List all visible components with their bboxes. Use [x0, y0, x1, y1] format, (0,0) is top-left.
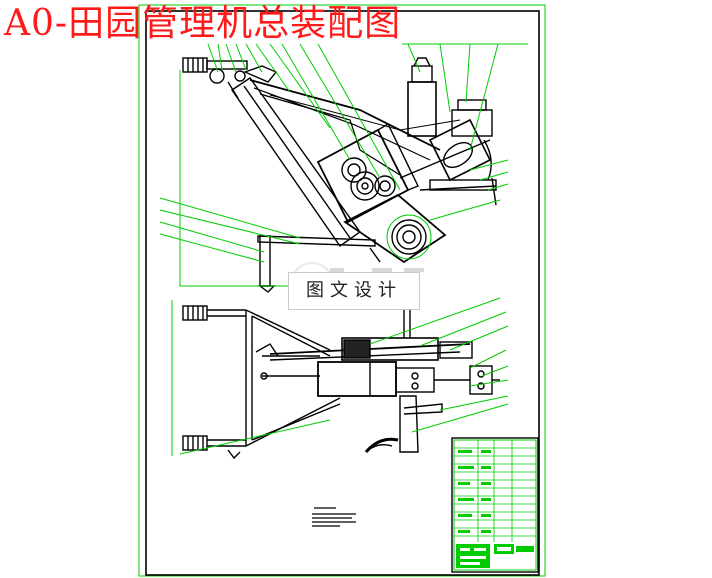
inner-frame — [145, 10, 540, 576]
top-view — [182, 305, 500, 460]
title-block — [451, 437, 539, 573]
technical-notes — [312, 507, 356, 527]
watermark-label: 图文设计 — [288, 272, 420, 310]
leader-lines-top — [171, 297, 509, 456]
leader-lines-side — [159, 43, 528, 287]
outer-frame — [138, 4, 546, 577]
watermark-graphic — [330, 268, 424, 272]
side-view — [182, 57, 497, 293]
drawing-title: A0-田园管理机总装配图 — [4, 3, 402, 44]
